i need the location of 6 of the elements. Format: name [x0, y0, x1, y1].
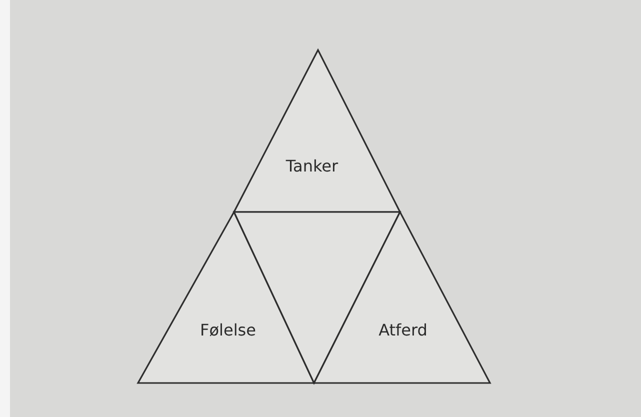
segment-label: Tanker [286, 156, 338, 176]
segment-label: Følelse [200, 320, 256, 340]
triangle-segment [314, 212, 490, 383]
triangle-segment [234, 50, 400, 212]
triangle-segment [138, 212, 314, 383]
segment-label: Atferd [378, 320, 428, 340]
